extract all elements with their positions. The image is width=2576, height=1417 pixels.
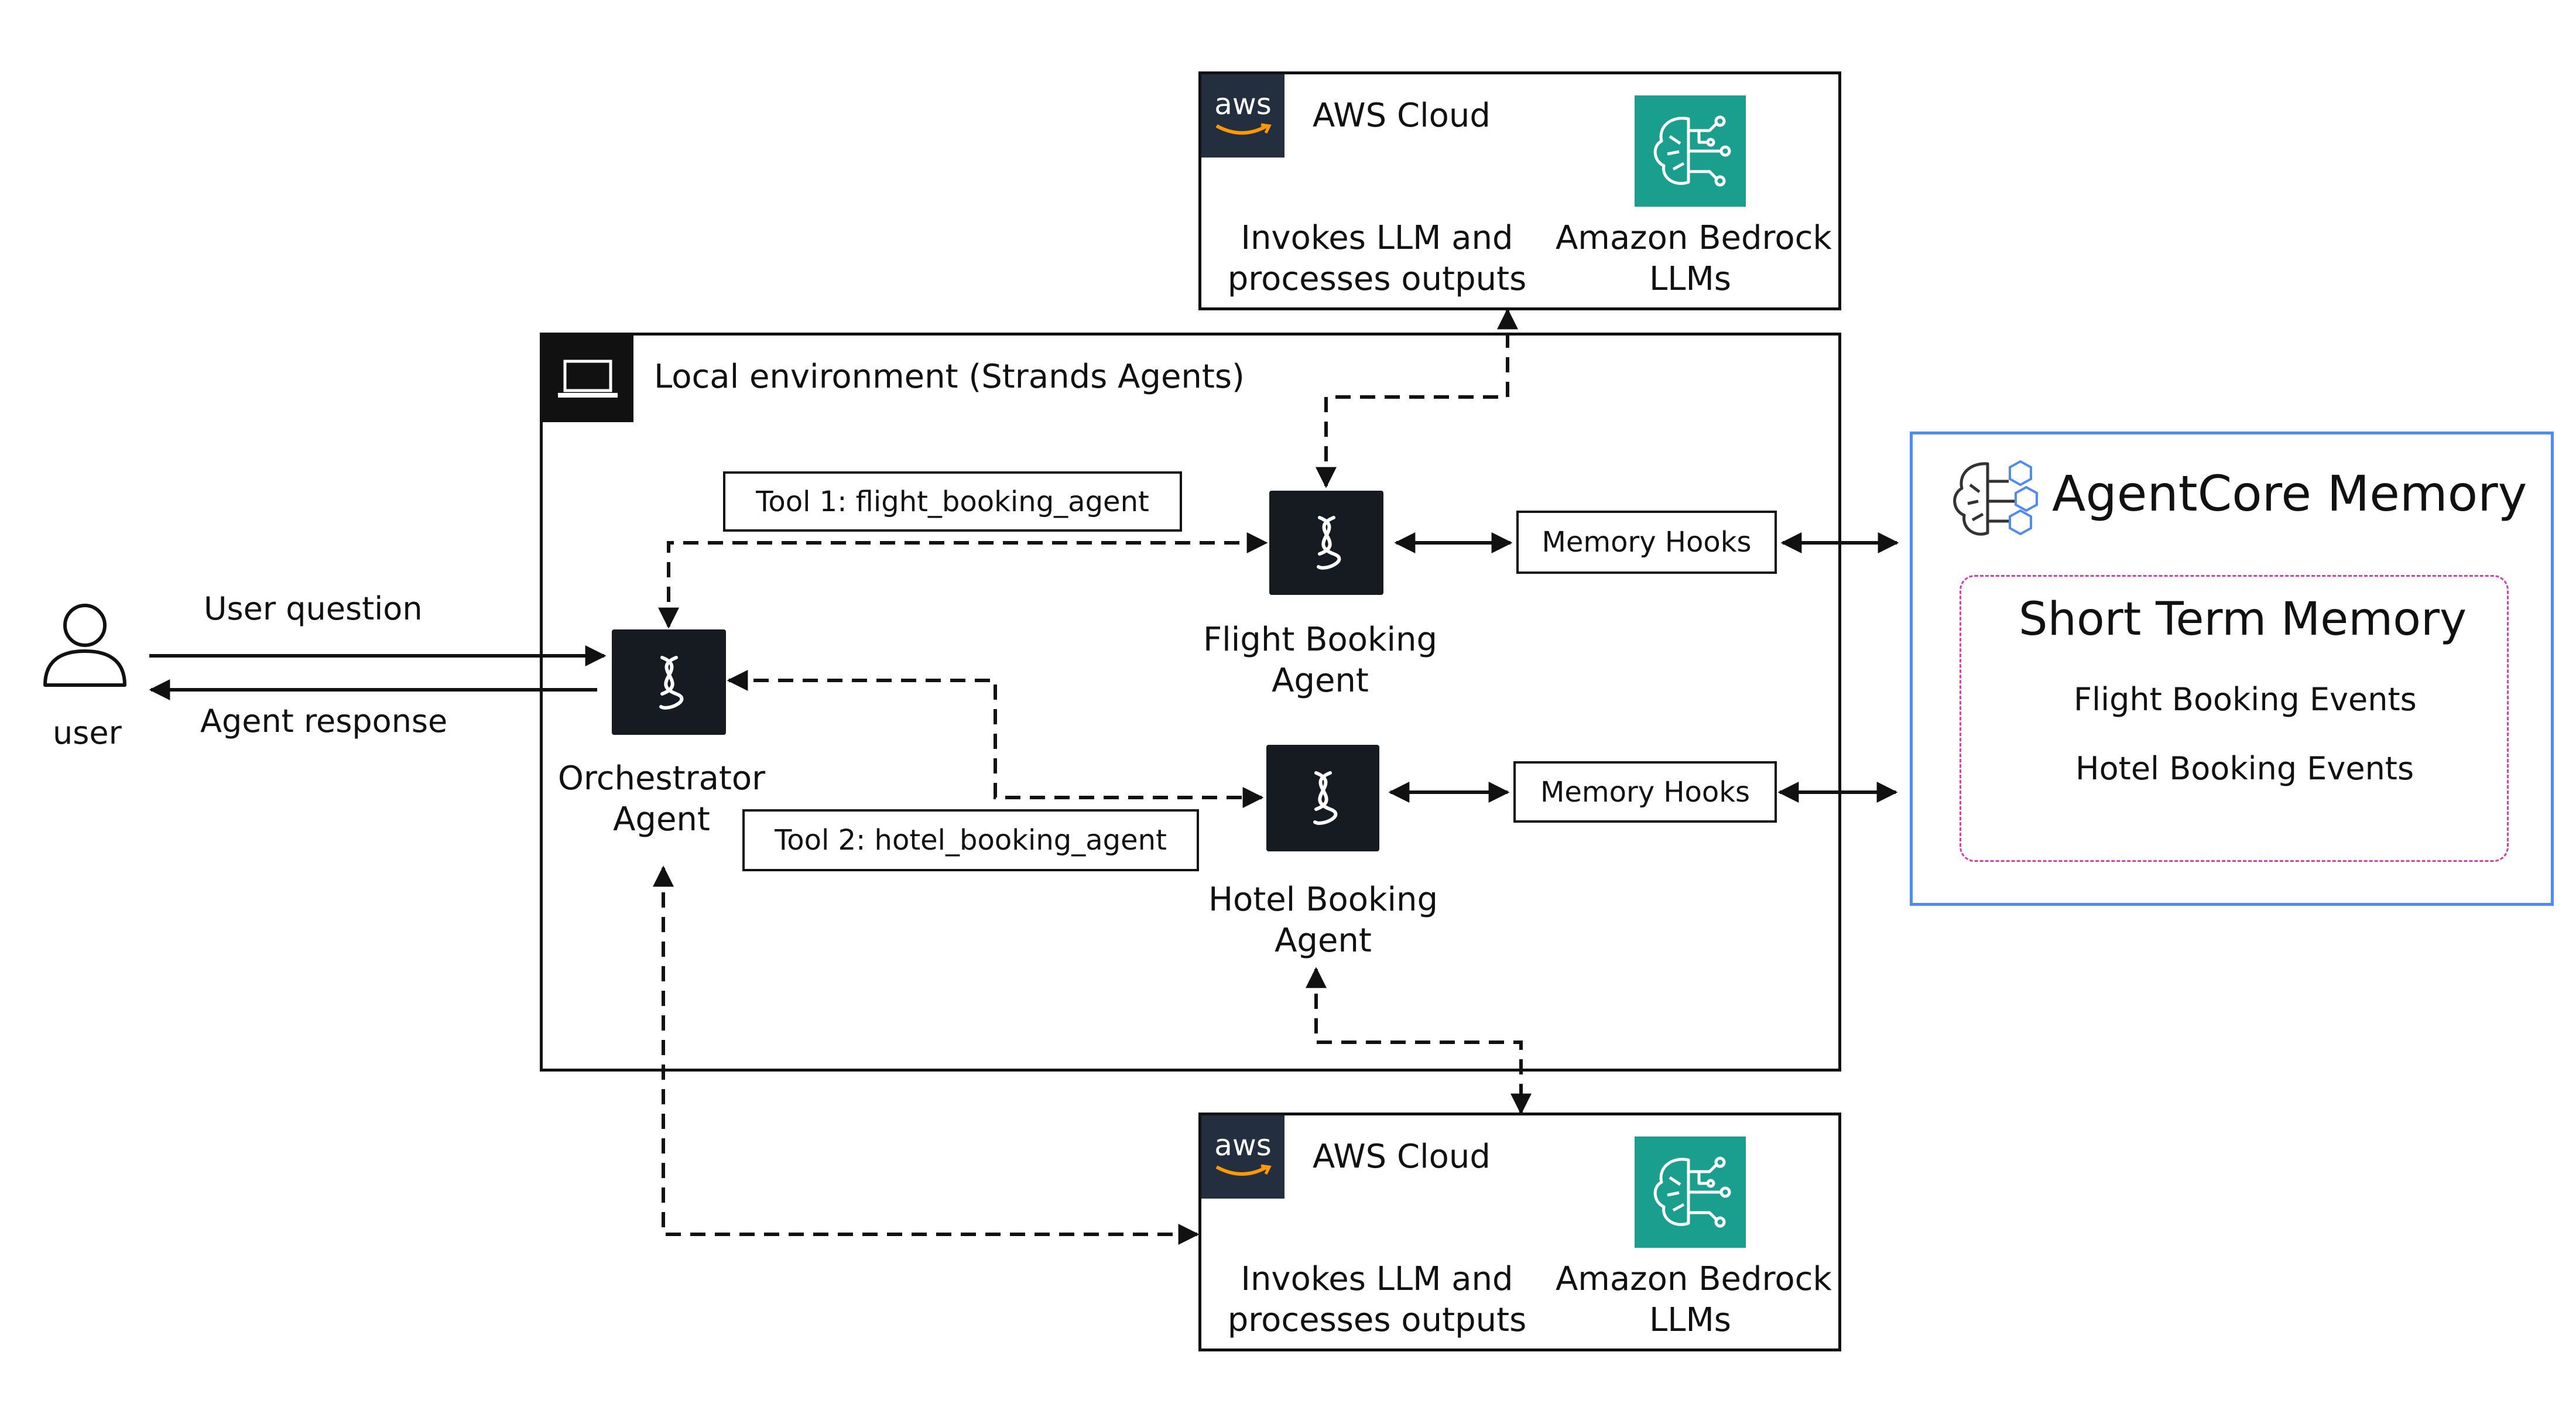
flight-booking-agent-icon[interactable] — [1269, 491, 1383, 595]
bedrock-text: Amazon Bedrock LLMs — [1556, 1260, 1832, 1339]
strands-helix-icon — [1317, 516, 1341, 570]
bedrock-icon — [1635, 95, 1746, 207]
hotel-memory-hooks: Memory Hooks — [1513, 761, 1777, 823]
invoke-text: Invokes LLM and processes outputs — [1227, 1260, 1527, 1339]
tool2-label: Tool 2: hotel_booking_agent — [742, 809, 1199, 871]
aws-logo: aws — [1201, 74, 1284, 158]
laptop-tag — [543, 336, 633, 422]
aws-smile-icon — [1215, 123, 1272, 135]
agentcore-memory-icon — [1953, 460, 2038, 536]
flight-booking-agent-label: Flight Booking Agent — [1203, 621, 1438, 700]
short-term-memory-title: Short Term Memory — [2019, 593, 2467, 646]
aws-cloud-box-top: aws AWS Cloud Invokes LLM and processes … — [1198, 71, 1841, 310]
orchestrator-agent-label: Orchestrator Agent — [557, 759, 766, 838]
strands-helix-icon — [659, 656, 684, 710]
aws-cloud-title: AWS Cloud — [1313, 1138, 1491, 1176]
brain-circuit-icon — [1653, 1156, 1731, 1228]
bedrock-icon — [1635, 1137, 1746, 1248]
user-question-label: User question — [204, 590, 423, 627]
aws-cloud-box-bottom: aws AWS Cloud Invokes LLM and processes … — [1198, 1113, 1841, 1351]
brain-circuit-icon — [1653, 115, 1731, 187]
flight-memory-hooks: Memory Hooks — [1516, 511, 1777, 574]
laptop-icon — [558, 360, 618, 398]
bedrock-text: Amazon Bedrock LLMs — [1556, 219, 1832, 298]
user-icon — [43, 604, 126, 687]
orchestrator-aws-link — [653, 865, 1200, 1245]
agentcore-memory-title: AgentCore Memory — [2052, 465, 2527, 522]
aws-smile-icon — [1215, 1164, 1272, 1176]
local-environment-title: Local environment (Strands Agents) — [654, 358, 1245, 396]
invoke-text: Invokes LLM and processes outputs — [1227, 219, 1527, 298]
hotel-booking-events: Hotel Booking Events — [2075, 750, 2414, 787]
flight-aws-link — [1316, 308, 1518, 488]
agent-response-label: Agent response — [200, 703, 448, 740]
hotel-booking-agent-label: Hotel Booking Agent — [1208, 881, 1438, 960]
aws-cloud-title: AWS Cloud — [1313, 97, 1491, 135]
aws-logo: aws — [1201, 1115, 1284, 1199]
user-label: user — [53, 714, 122, 751]
flight-booking-events: Flight Booking Events — [2074, 681, 2417, 718]
agentcore-memory-box: AgentCore Memory Short Term Memory Fligh… — [1910, 432, 2554, 906]
tool2-link — [727, 670, 1264, 808]
short-term-memory-box: Short Term Memory Flight Booking Events … — [1960, 575, 2509, 862]
hotel-booking-agent-icon[interactable] — [1266, 745, 1379, 851]
tool1-link — [658, 532, 1268, 629]
tool1-label: Tool 1: flight_booking_agent — [723, 471, 1182, 532]
orchestrator-agent-icon[interactable] — [612, 629, 726, 735]
hotel-aws-link — [1306, 967, 1532, 1115]
strands-helix-icon — [1313, 771, 1338, 825]
local-environment-box: Local environment (Strands Agents) — [540, 333, 1841, 1072]
